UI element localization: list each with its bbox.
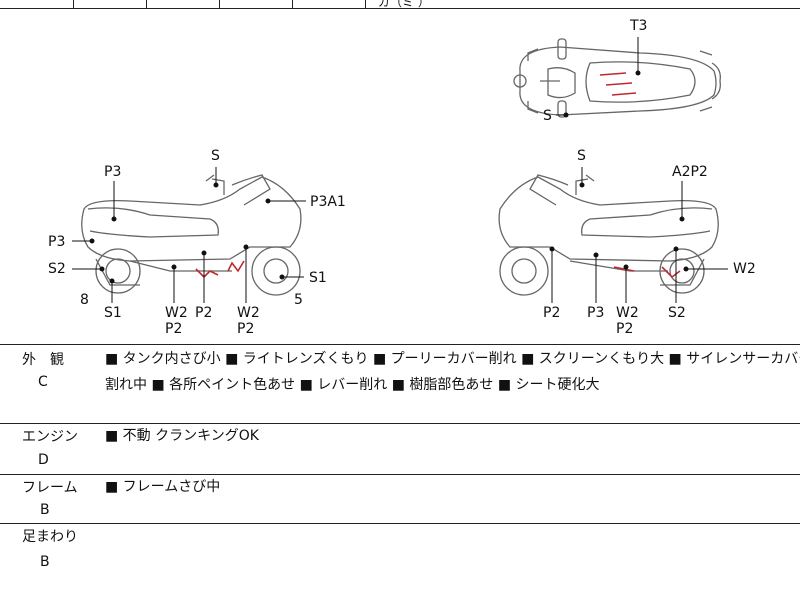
scooter-left-view	[81, 174, 302, 296]
condition-note-line: ■ 不動 クランキングOK	[105, 428, 259, 444]
condition-note-line: ■ タンク内さび小 ■ ライトレンズくもり ■ プーリーカバー削れ ■ スクリー…	[105, 351, 800, 367]
label-p2-right-b: P2	[616, 321, 634, 337]
label-t3: T3	[630, 18, 648, 34]
scooter-right-view	[498, 174, 719, 296]
condition-grade: D	[38, 452, 49, 468]
scooter-diagram-svg	[72, 37, 728, 303]
top-cell-divider	[73, 0, 74, 8]
condition-category: フレーム	[22, 480, 78, 496]
label-w2-left: W2	[165, 305, 188, 321]
label-s1-left: S1	[104, 305, 122, 321]
label-p2-left-b: P2	[195, 305, 213, 321]
label-s-right: S	[577, 148, 586, 164]
damage-mark-left-2	[227, 260, 245, 273]
label-s-top: S	[543, 108, 552, 124]
damage-marks	[195, 72, 681, 279]
label-s-left: S	[211, 148, 220, 164]
label-w2-right-2: W2	[616, 305, 639, 321]
condition-notes: ■ フレームさび中	[105, 474, 795, 500]
condition-row-engine: エンジン D ■ 不動 クランキングOK	[0, 424, 800, 475]
damage-diagram: T3 S P3 P3 S2 8 S1 S P3A1 S1 5 W2 P2 P2 …	[0, 9, 800, 345]
top-cell-divider	[219, 0, 220, 8]
label-p2-left-c: P2	[237, 321, 255, 337]
label-a2p2: A2P2	[672, 164, 708, 180]
condition-notes: ■ タンク内さび小 ■ ライトレンズくもり ■ プーリーカバー削れ ■ スクリー…	[105, 346, 800, 398]
label-p2-left-a: P2	[165, 321, 183, 337]
label-s2-right: S2	[668, 305, 686, 321]
label-s2-left: S2	[48, 261, 66, 277]
top-cell-divider	[365, 0, 366, 8]
condition-grade: B	[40, 502, 50, 518]
top-cell-divider	[292, 0, 293, 8]
label-w2-left-2: W2	[237, 305, 260, 321]
condition-note-line: ■ フレームさび中	[105, 479, 221, 495]
scooter-top-view	[513, 38, 721, 118]
label-p3-left-rear: P3	[48, 234, 66, 250]
condition-row-frame: フレーム B ■ フレームさび中	[0, 475, 800, 524]
label-p3-left: P3	[104, 164, 122, 180]
condition-category: 足まわり	[22, 529, 78, 545]
damage-mark-top	[599, 72, 637, 96]
condition-grade: B	[40, 554, 50, 570]
condition-notes: ■ 不動 クランキングOK	[105, 423, 795, 449]
top-table-strip: ガ（ミ ）	[0, 0, 800, 9]
top-partial-text: ガ（ミ ）	[378, 0, 430, 9]
damage-mark-left-1	[195, 268, 219, 279]
label-p2-right-a: P2	[543, 305, 561, 321]
label-w2-right: W2	[733, 261, 756, 277]
condition-note-line: 割れ中 ■ 各所ペイント色あせ ■ レバー削れ ■ 樹脂部色あせ ■ シート硬化…	[105, 377, 600, 393]
top-cell-divider	[146, 0, 147, 8]
condition-category: 外 観	[22, 352, 64, 368]
leader-lines	[72, 37, 728, 303]
label-num-8: 8	[80, 292, 89, 308]
condition-row-exterior: 外 観 C ■ タンク内さび小 ■ ライトレンズくもり ■ プーリーカバー削れ …	[0, 345, 800, 424]
label-p3a1: P3A1	[310, 194, 346, 210]
damage-mark-right-1	[613, 266, 635, 272]
condition-category: エンジン	[22, 429, 78, 445]
condition-grade: C	[38, 374, 48, 390]
condition-row-suspension: 足まわり B	[0, 524, 800, 600]
label-num-5: 5	[294, 292, 303, 308]
label-s1-front: S1	[309, 270, 327, 286]
damage-mark-right-2	[661, 266, 681, 279]
label-p3-right: P3	[587, 305, 605, 321]
